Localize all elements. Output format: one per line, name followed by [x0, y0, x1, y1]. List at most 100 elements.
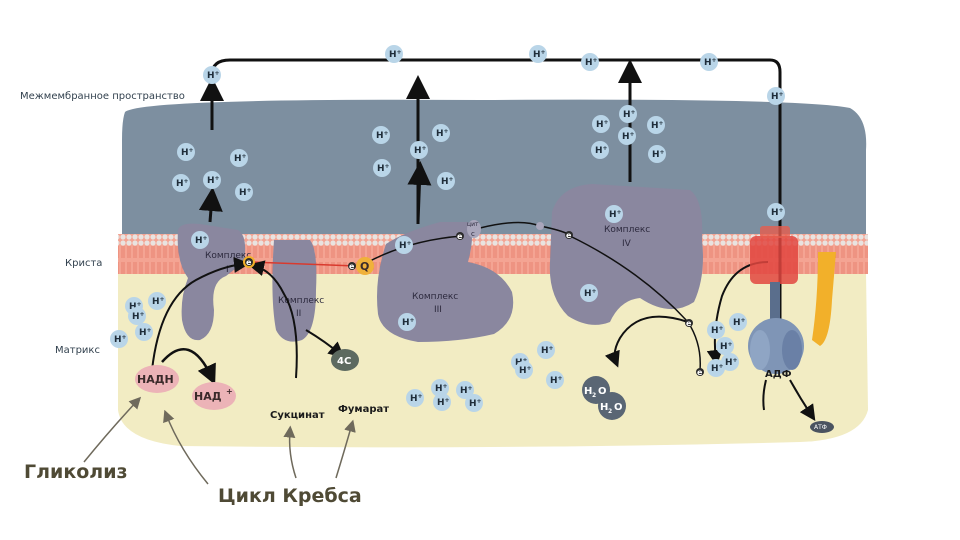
intermembrane-c3-arrow	[407, 161, 432, 223]
fumarate-label: Фумарат	[338, 404, 389, 415]
proton-label-17: H+	[377, 163, 390, 174]
four-c-blob	[331, 349, 359, 371]
adp-to-atp-arrow	[789, 379, 816, 421]
proton-label-11: H+	[207, 175, 220, 186]
proton-38	[406, 389, 424, 407]
proton-18	[437, 172, 455, 190]
complex-ii-label: Комплекс	[278, 296, 324, 306]
proton-label-24: H+	[595, 145, 608, 156]
succinate-to-complex-ii-arrow	[248, 260, 298, 379]
proton-label-43: H+	[711, 325, 724, 336]
water-label-2-sub: 2	[608, 408, 612, 415]
proton-label-8: H+	[181, 147, 194, 158]
proton-label-40: H+	[460, 385, 473, 396]
proton-label-37: H+	[550, 375, 563, 386]
synthase-blue-head-left	[750, 330, 770, 370]
proton-37	[546, 371, 564, 389]
proton-label-35: H+	[541, 345, 554, 356]
ubiquinone-label: Q	[360, 260, 369, 273]
complex-i-number: I	[226, 265, 229, 275]
matrix-label: Матрикс	[55, 345, 100, 356]
proton-label-22: H+	[651, 120, 664, 131]
electron-q	[348, 262, 356, 270]
proton-label-16: H+	[414, 145, 427, 156]
proton-43	[707, 321, 725, 339]
atp-label: АТФ	[814, 424, 827, 431]
nad-blob	[192, 382, 236, 410]
proton-label-30: H+	[152, 296, 165, 307]
water-label-2-o: O	[614, 402, 623, 413]
proton-41	[433, 393, 451, 411]
proton-label-42: H+	[469, 398, 482, 409]
proton-9	[230, 149, 248, 167]
proton-label-20: H+	[623, 109, 636, 120]
electron-cyt	[536, 222, 544, 230]
proton-label-2: H+	[389, 49, 402, 60]
proton-label-23: H+	[622, 131, 635, 142]
synthase-blue-stalk	[770, 282, 780, 322]
complex-iii-label: Комплекс	[412, 292, 458, 302]
proton-label-7: H+	[771, 207, 784, 218]
electron-label-5: e	[686, 319, 692, 328]
proton-24	[591, 141, 609, 159]
proton-6	[767, 87, 785, 105]
proton-28	[398, 313, 416, 331]
proton-label-25: H+	[652, 149, 665, 160]
proton-19	[395, 236, 413, 254]
proton-label-46: H+	[725, 357, 738, 368]
proton-label-44: H+	[733, 317, 746, 328]
proton-39	[431, 379, 449, 397]
proton-44	[729, 313, 747, 331]
complex-iv-label: Комплекс	[604, 225, 650, 235]
proton-15	[432, 124, 450, 142]
proton-42	[465, 394, 483, 412]
nadh-to-complex-i-arrow	[151, 256, 250, 371]
proton-16	[410, 141, 428, 159]
proton-label-39: H+	[435, 383, 448, 394]
proton-label-19: H+	[399, 240, 412, 251]
complex-i	[177, 223, 246, 341]
synthase-orange-stalk	[812, 252, 836, 346]
glycolysis-caption: Гликолиз	[24, 461, 128, 483]
proton-17	[373, 159, 391, 177]
proton-label-38: H+	[410, 393, 423, 404]
synthase-down-arrow	[762, 379, 767, 411]
atp-badge	[810, 421, 834, 433]
proton-5	[700, 53, 718, 71]
complex-ii-number: II	[296, 309, 301, 319]
proton-label-12: H+	[239, 187, 252, 198]
nadh-label: НАДН	[137, 373, 174, 386]
proton-label-3: H+	[533, 49, 546, 60]
water-label-2-h: H	[600, 402, 608, 413]
proton-label-41: H+	[437, 397, 450, 408]
complex-i-label: Комплекс	[205, 251, 251, 261]
proton-31	[128, 307, 146, 325]
proton-label-47: H+	[711, 363, 724, 374]
cytochrome-c	[467, 220, 481, 238]
proton-22	[647, 116, 665, 134]
krebs-arrow-nadh	[163, 409, 209, 485]
water-molecule-2	[598, 392, 626, 420]
proton-3	[529, 45, 547, 63]
proton-8	[177, 143, 195, 161]
proton-4	[581, 53, 599, 71]
electron-c3	[456, 232, 464, 240]
proton-label-4: H+	[585, 57, 598, 68]
electron-label-6: e	[697, 368, 703, 377]
proton-label-10: H+	[176, 178, 189, 189]
proton-label-18: H+	[441, 176, 454, 187]
glycolysis-arrow	[83, 396, 142, 463]
intermembrane-space	[122, 99, 867, 241]
electron-c4-out	[685, 319, 693, 327]
proton-label-32: H+	[139, 327, 152, 338]
proton-32	[135, 323, 153, 341]
electron-c4	[565, 231, 573, 239]
proton-12	[235, 183, 253, 201]
proton-40	[456, 381, 474, 399]
ubiquinone-ring	[356, 257, 374, 275]
proton-45	[716, 337, 734, 355]
proton-label-28: H+	[402, 317, 415, 328]
cytochrome-bottom-label: c	[471, 230, 475, 238]
nadh-to-nad-arrow	[161, 347, 216, 385]
